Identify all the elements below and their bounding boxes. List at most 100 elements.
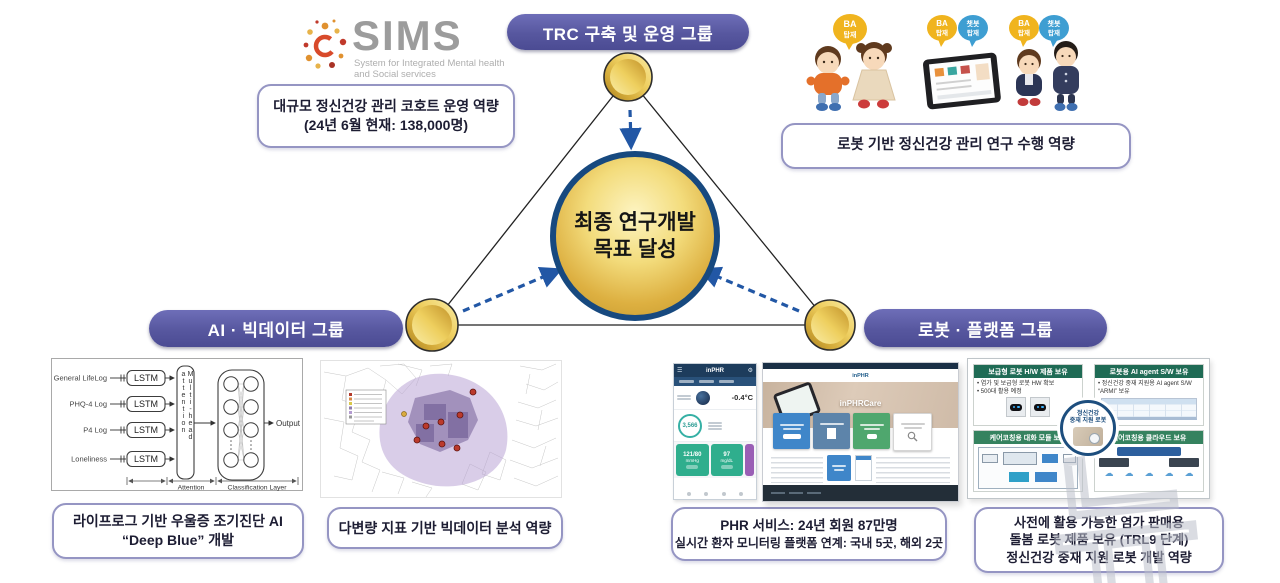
site-feature-cards	[773, 413, 932, 451]
doll-navy-tall	[1053, 41, 1079, 111]
bigdata-analysis-line: 다변량 지표 기반 빅데이터 분석 역량	[338, 519, 552, 536]
care-robot-box: 사전에 활용 가능한 염가 판매용 돌봄 로봇 제품 보유 (TRL9 단계) …	[974, 507, 1224, 573]
bp-unit: mmHg	[685, 457, 699, 463]
glucose-unit: mg/dL	[720, 457, 733, 463]
panel-robot-hw-title: 보급형 로봇 H/W 제품 보유	[974, 365, 1082, 378]
app-bottom-nav	[674, 478, 756, 499]
chatbot-badge-icon: 챗봇 탑재	[958, 15, 988, 47]
top-node-icon	[603, 52, 653, 102]
ba-badge-icon: BA 탑재	[1009, 15, 1039, 47]
cloud-icon: ☁	[1144, 468, 1154, 478]
app-thumb	[855, 455, 872, 481]
glucose-value: 97	[723, 451, 731, 458]
text-lines	[876, 457, 950, 483]
panel-dialog-module: 케어코칭용 대화 모듈 보유	[973, 430, 1083, 492]
svg-text:General LifeLog: General LifeLog	[54, 374, 107, 383]
steps-value: 3,566	[682, 422, 698, 429]
cloud-diagram: ☁ ☁ ☁ ☁ ☁	[1095, 444, 1203, 480]
feature-card-steel	[813, 413, 850, 449]
app-vital-tiles: 121/80 mmHg 97 mg/dL	[674, 442, 756, 478]
feature-card-white	[893, 413, 932, 451]
site-nav: inPHR	[763, 369, 958, 382]
glucose-tile: 97 mg/dL	[710, 444, 743, 476]
app-header: ☰ inPHR ⚙	[674, 364, 756, 377]
steps-gauge: 3,566	[678, 413, 702, 438]
doll-girl-dress	[852, 42, 896, 109]
cloud-icon: ☁	[1104, 468, 1114, 478]
panel-ai-agent: 로봇용 AI agent S/W 보유 • 정신건강 중재 지원용 AI age…	[1094, 364, 1204, 426]
earth-icon	[696, 390, 710, 405]
svg-text:챗봇: 챗봇	[967, 19, 980, 28]
app-tab	[679, 380, 694, 383]
app-tab-bar	[674, 377, 756, 386]
site-brand: inPHR	[852, 372, 869, 379]
svg-text:BA: BA	[936, 19, 948, 28]
bigdata-analysis-box: 다변량 지표 기반 빅데이터 분석 역량	[327, 507, 563, 549]
svg-text:BA: BA	[1018, 19, 1030, 28]
cohort-capability-box: 대규모 정신건강 관리 코호트 운영 역량 (24년 6월 현재: 138,00…	[257, 84, 515, 148]
svg-text:LSTM: LSTM	[134, 373, 158, 383]
svg-text:탑재: 탑재	[936, 28, 948, 37]
svg-text:탑재: 탑재	[967, 28, 979, 37]
cloud-icon: ☁	[1184, 468, 1194, 478]
robot-photo	[1006, 397, 1026, 417]
badge-line1: 정신건강	[1076, 410, 1100, 417]
left-node-icon	[405, 298, 459, 352]
app-steps-row: 3,566	[674, 410, 756, 442]
svg-text:Classification Layer: Classification Layer	[228, 485, 288, 492]
deepblue-box: 라이프로그 기반 우울증 조기진단 AI “Deep Blue” 개발	[52, 503, 304, 559]
svg-text:LSTM: LSTM	[134, 399, 158, 409]
deepblue-line1: 라이프로그 기반 우울증 조기진단 AI	[73, 513, 283, 530]
robot-photo	[1030, 397, 1050, 417]
svg-text:P4 Log: P4 Log	[83, 426, 107, 435]
banner-trc-group: TRC 구축 및 운영 그룹	[507, 14, 749, 50]
bullet: • 염가 및 보급형 로봇 HW 확보	[977, 381, 1055, 387]
phr-service-box: PHR 서비스: 24년 회원 87만명 실시간 환자 모니터링 플랫폼 연계:…	[671, 507, 947, 561]
svg-text:BA: BA	[844, 19, 857, 29]
hamburger-icon: ☰	[677, 368, 683, 374]
goal-line1: 최종 연구개발	[574, 210, 696, 234]
dolls-photo-2: BA 탑재 챗봇 탑재	[1009, 15, 1079, 111]
extra-tile	[745, 444, 754, 476]
phr-line2: 실시간 환자 모니터링 플랫폼 연계: 국내 5곳, 해외 2곳	[674, 536, 944, 551]
doll-navy-small	[1016, 49, 1042, 106]
svg-text:Output: Output	[276, 419, 301, 428]
dialog-module-diagram	[978, 447, 1078, 489]
intervention-robot-badge: 정신건강 중재 지원 로봇	[1060, 400, 1116, 456]
svg-text:탑재: 탑재	[844, 30, 857, 39]
right-node-icon	[804, 299, 856, 351]
site-content	[771, 455, 950, 484]
robot-user-photo	[1073, 426, 1103, 446]
sims-logo-text: SIMS	[352, 12, 463, 59]
hero-title: inPHRCare	[839, 399, 882, 408]
panel-ai-agent-bullet: • 정신건강 중재 지원용 AI agent S/W “ARMI” 보유	[1098, 381, 1192, 395]
svg-text:PHQ-4 Log: PHQ-4 Log	[69, 400, 107, 409]
promo-card	[827, 455, 851, 481]
svg-text:탑재: 탑재	[1018, 28, 1030, 37]
dolls-photo-1: BA 탑재	[806, 14, 896, 111]
feature-card-blue	[773, 413, 810, 449]
app-weather-row: -0.4°C	[674, 386, 756, 410]
panel-ai-agent-title: 로봇용 AI agent S/W 보유	[1095, 365, 1203, 378]
app-tab	[699, 380, 714, 383]
svg-text:탑재: 탑재	[1048, 28, 1060, 37]
magnifier-icon	[907, 431, 918, 441]
svg-text:챗봇: 챗봇	[1048, 19, 1061, 28]
multi-head-attention-label: Multi-head attention	[180, 371, 194, 441]
cloud-icon: ☁	[1164, 468, 1174, 478]
robot-platform-figure: 보급형 로봇 H/W 제품 보유 • 염가 및 보급형 로봇 HW 확보 • 5…	[967, 358, 1210, 499]
sims-tagline-line2: and Social services	[354, 69, 436, 80]
ba-badge-icon: BA 탑재	[927, 15, 957, 47]
panel-dialog-module-title: 케어코칭용 대화 모듈 보유	[974, 431, 1082, 444]
panel-cloud: 케어코칭용 클라우드 보유 ☁ ☁ ☁ ☁ ☁	[1094, 430, 1204, 492]
bullet: • 500대 활용 예정	[977, 389, 1022, 395]
care-robot-line2: 돌봄 로봇 제품 보유 (TRL9 단계)	[1009, 532, 1189, 548]
app-title: inPHR	[706, 367, 724, 374]
blood-pressure-tile: 121/80 mmHg	[676, 444, 709, 476]
panel-robot-hw-bullets: • 염가 및 보급형 로봇 HW 확보 • 500대 활용 예정	[974, 378, 1082, 396]
phr-app-screenshot: ☰ inPHR ⚙ -0.4°C 3,566 121/80	[673, 363, 757, 500]
chatbot-badge-icon: 챗봇 탑재	[1039, 15, 1069, 47]
phr-website-screenshot: inPHR inPHRCare	[762, 362, 959, 502]
